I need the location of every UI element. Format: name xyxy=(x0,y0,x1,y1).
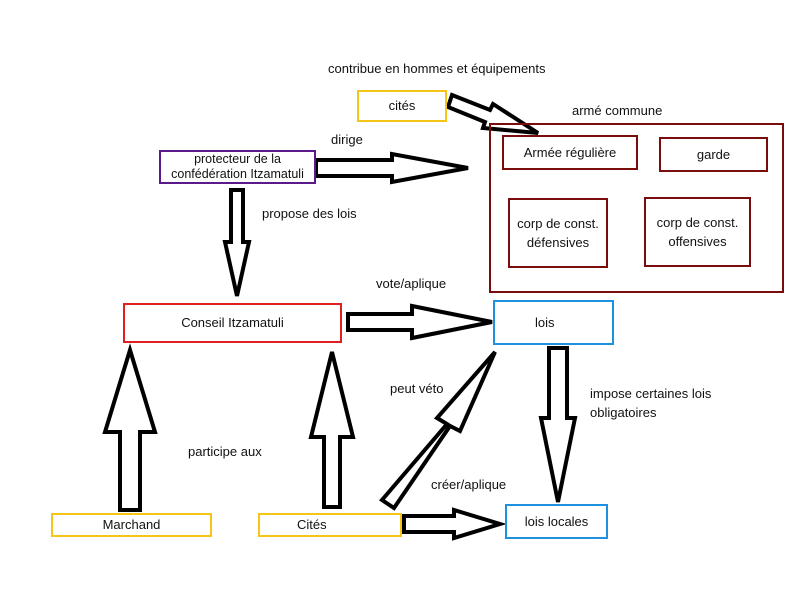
arrow-protecteur-to-conseil xyxy=(222,188,252,297)
label-creer: créer/aplique xyxy=(431,477,507,492)
node-conseil-label: Conseil Itzamatuli xyxy=(181,315,284,330)
node-corp-offensives-label: corp de const. offensives xyxy=(656,215,739,249)
node-armee-reguliere-label: Armée régulière xyxy=(523,144,617,160)
arrow-marchand-to-conseil xyxy=(102,343,158,512)
arrow-cites-to-lois-veto xyxy=(379,350,497,511)
node-lois-locales: lois locales xyxy=(505,504,608,539)
arrow-protecteur-to-army xyxy=(314,151,469,185)
node-conseil: Conseil Itzamatuli xyxy=(123,303,342,343)
node-lois-locales-label: lois locales xyxy=(524,513,589,529)
arrow-cites-to-conseil xyxy=(308,351,356,509)
label-contribue: contribue en hommes et équipements xyxy=(328,61,546,76)
arrow-cites-to-lois-locales xyxy=(402,507,507,541)
node-cites-top: cités xyxy=(357,90,447,122)
node-garde-label: garde xyxy=(696,146,731,162)
label-peut-veto: peut véto xyxy=(390,381,444,396)
node-corp-defensives: corp de const. défensives xyxy=(508,198,608,268)
node-garde: garde xyxy=(659,137,768,172)
label-propose: propose des lois xyxy=(262,206,357,221)
node-cites-bottom-label: Cités xyxy=(297,517,327,532)
node-cites-bottom: Cités xyxy=(258,513,402,537)
node-lois-label: lois xyxy=(535,315,555,330)
node-marchand-label: Marchand xyxy=(102,517,161,532)
node-lois: lois xyxy=(493,300,614,345)
label-impose: impose certaines lois obligatoires xyxy=(590,386,712,420)
node-cites-top-label: cités xyxy=(388,98,416,113)
node-armee-reguliere: Armée régulière xyxy=(502,135,638,170)
node-marchand: Marchand xyxy=(51,513,212,537)
label-participe: participe aux xyxy=(188,444,262,459)
label-armee-commune: armé commune xyxy=(572,103,663,118)
label-vote: vote/aplique xyxy=(376,276,447,291)
node-protecteur: protecteur de la confédération Itzamatul… xyxy=(159,150,316,184)
label-dirige: dirige xyxy=(331,132,363,147)
group-armee-commune xyxy=(489,123,784,293)
node-protecteur-label: protecteur de la confédération Itzamatul… xyxy=(171,152,304,181)
node-corp-defensives-label: corp de const. défensives xyxy=(517,216,599,250)
arrow-lois-to-lois-locales xyxy=(538,346,578,503)
arrow-conseil-to-lois xyxy=(346,303,493,341)
node-corp-offensives: corp de const. offensives xyxy=(644,197,751,267)
